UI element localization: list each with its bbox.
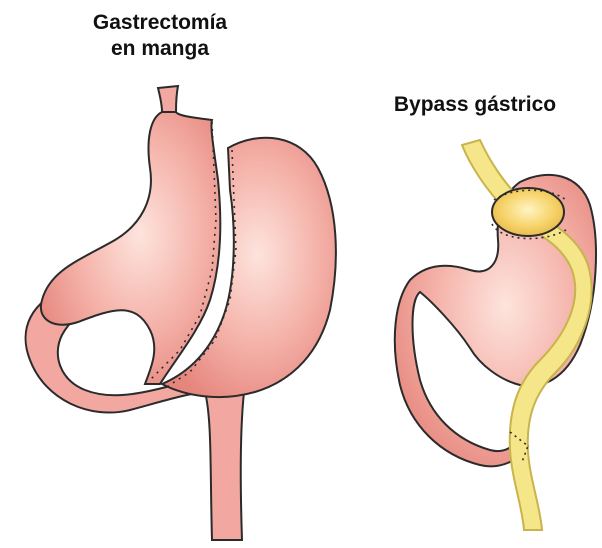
esophagus — [158, 86, 178, 112]
sleeve-gastrectomy-drawing — [26, 86, 336, 540]
gastric-pouch — [492, 188, 564, 236]
sleeve-stomach — [41, 112, 221, 384]
gastric-bypass-drawing — [395, 140, 596, 530]
duodenum-loop — [26, 288, 244, 540]
